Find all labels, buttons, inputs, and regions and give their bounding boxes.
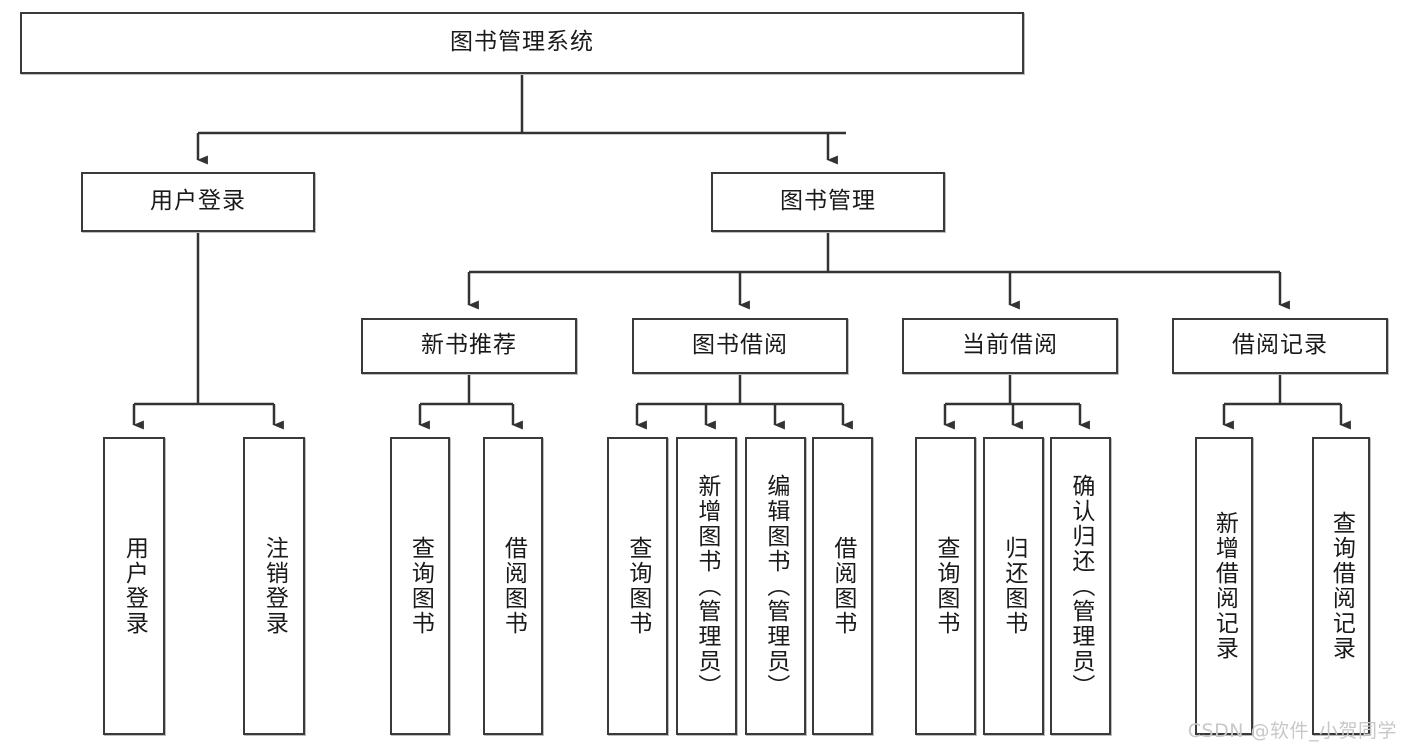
node-label: 借阅图书 [500, 536, 527, 636]
connectors-borrow-record [1222, 374, 1351, 430]
node-label: 图书管理系统 [450, 29, 594, 56]
node-label: 新增图书（管理员） [693, 473, 720, 699]
connectors-current-borrow [943, 374, 1090, 430]
node-borrow-record[interactable]: 借阅记录 [1172, 318, 1388, 374]
node-label: 新增借阅记录 [1211, 511, 1238, 661]
node-label: 查询图书 [932, 536, 959, 636]
leaf-book-borrow-edit[interactable]: 编辑图书（管理员） [745, 437, 806, 735]
node-label: 当前借阅 [962, 332, 1058, 359]
connectors-book-manage [467, 232, 1290, 310]
node-label: 查询图书 [407, 536, 434, 636]
node-new-book-recommend[interactable]: 新书推荐 [361, 318, 577, 374]
node-label: 新书推荐 [421, 332, 517, 359]
leaf-new-book-borrow[interactable]: 借阅图书 [483, 437, 543, 735]
node-user-login[interactable]: 用户登录 [81, 172, 315, 232]
leaf-user-login-logout[interactable]: 注销登录 [243, 437, 305, 735]
node-label: 归还图书 [1000, 536, 1027, 636]
node-root-system[interactable]: 图书管理系统 [20, 12, 1024, 74]
leaf-borrow-record-query[interactable]: 查询借阅记录 [1312, 437, 1370, 735]
leaf-user-login-login[interactable]: 用户登录 [103, 437, 165, 735]
node-label: 注销登录 [261, 536, 288, 636]
node-label: 借阅记录 [1232, 332, 1328, 359]
node-book-borrow[interactable]: 图书借阅 [632, 318, 848, 374]
connectors-root [196, 74, 846, 165]
leaf-current-borrow-return[interactable]: 归还图书 [983, 437, 1044, 735]
node-current-borrow[interactable]: 当前借阅 [902, 318, 1118, 374]
node-label: 用户登录 [150, 188, 246, 215]
node-label: 图书管理 [780, 188, 876, 215]
connectors-new-book [418, 374, 523, 430]
node-label: 编辑图书（管理员） [762, 473, 789, 699]
node-label: 查询借阅记录 [1328, 511, 1355, 661]
connectors-user-login [132, 232, 284, 430]
leaf-current-borrow-confirm-return[interactable]: 确认归还（管理员） [1050, 437, 1111, 735]
node-label: 图书借阅 [692, 332, 788, 359]
leaf-borrow-record-add[interactable]: 新增借阅记录 [1195, 437, 1253, 735]
node-label: 用户登录 [121, 536, 148, 636]
node-label: 确认归还（管理员） [1067, 473, 1094, 699]
node-label: 查询图书 [624, 536, 651, 636]
node-label: 借阅图书 [829, 536, 856, 636]
connectors-book-borrow [635, 374, 853, 430]
leaf-book-borrow-borrow[interactable]: 借阅图书 [812, 437, 873, 735]
node-book-management[interactable]: 图书管理 [711, 172, 945, 232]
csdn-watermark: CSDN @软件_小贺同学 [1187, 720, 1397, 742]
leaf-book-borrow-add[interactable]: 新增图书（管理员） [676, 437, 737, 735]
leaf-book-borrow-query[interactable]: 查询图书 [607, 437, 668, 735]
leaf-current-borrow-query[interactable]: 查询图书 [915, 437, 976, 735]
leaf-new-book-query[interactable]: 查询图书 [390, 437, 450, 735]
